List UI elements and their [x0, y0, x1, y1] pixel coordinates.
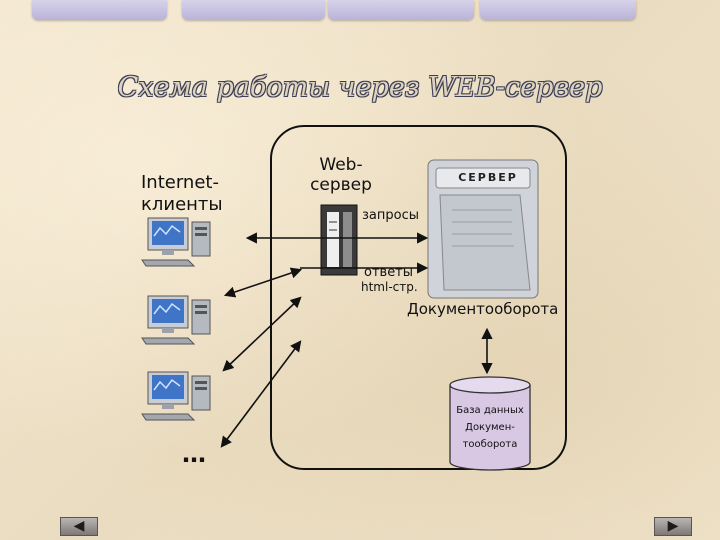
html-pages-label: html-стр.: [361, 280, 418, 294]
top-tab-1: [32, 0, 167, 20]
web-server-label: Web- сервер: [310, 155, 372, 195]
top-tab-2: [182, 0, 325, 20]
requests-label: запросы: [362, 208, 419, 223]
arrow-left-icon: ◀: [73, 518, 85, 534]
document-server-label: Документооборота: [407, 300, 559, 318]
document-server-icon: [427, 159, 539, 299]
web-server-tower-icon: [320, 204, 358, 276]
top-tab-4: [480, 0, 636, 20]
client-link-arrow-3: [220, 340, 302, 448]
client-link-arrow-1: [223, 267, 303, 298]
responses-label: ответы: [364, 265, 414, 280]
client-link-arrow-2: [222, 296, 302, 372]
prev-slide-button[interactable]: ◀: [60, 517, 98, 536]
clients-label: Internet- клиенты: [141, 172, 223, 215]
client-computer-3: [141, 371, 211, 421]
client-computer-2: [141, 295, 211, 345]
slide-title: Схема работы через WEB-сервер: [117, 72, 603, 103]
arrow-right-icon: ▶: [667, 518, 679, 534]
clients-ellipsis: …: [182, 440, 206, 468]
server-badge: СЕРВЕР: [458, 171, 518, 184]
next-slide-button[interactable]: ▶: [654, 517, 692, 536]
top-tab-3: [328, 0, 474, 20]
database-cylinder-icon: [449, 376, 531, 471]
client-computer-1: [141, 217, 211, 267]
database-label: База данных Докумен- тооборота: [456, 405, 524, 450]
